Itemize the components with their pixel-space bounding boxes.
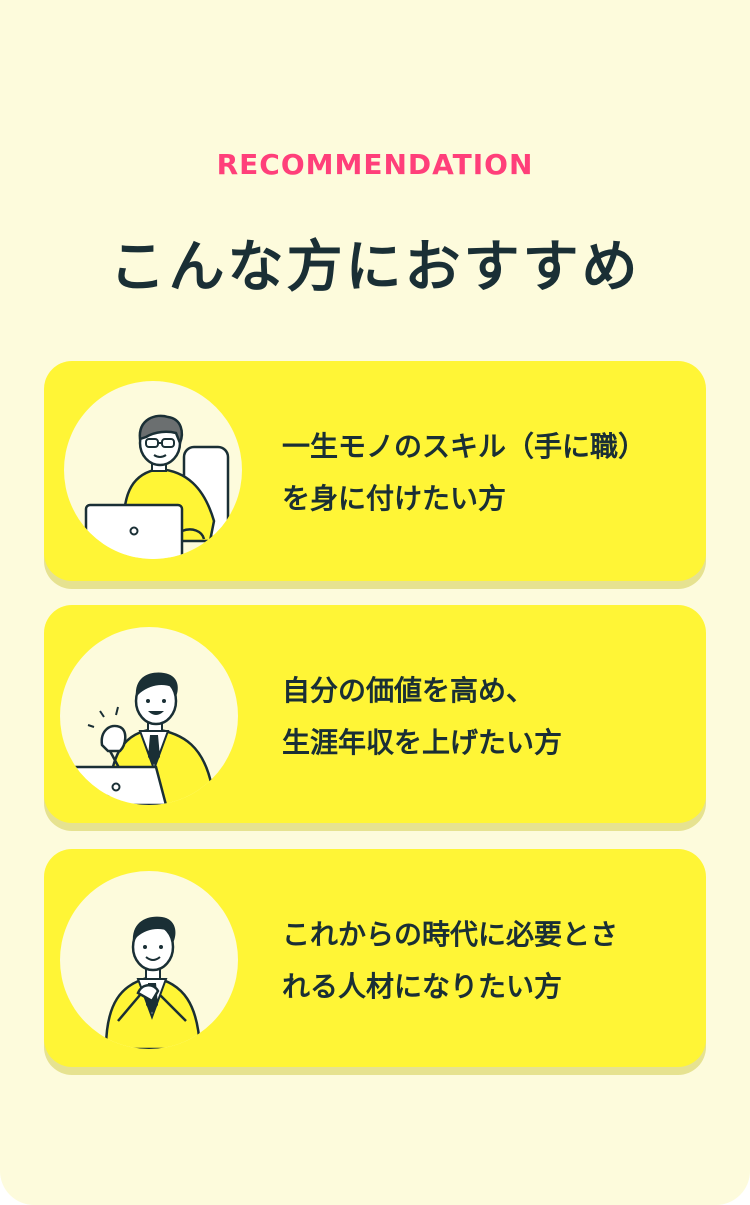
recommendation-text-2: 自分の価値を高め、 生涯年収を上げたい方 (282, 665, 702, 769)
section-eyebrow: RECOMMENDATION (216, 148, 534, 181)
man-at-laptop-icon (64, 381, 242, 559)
card-line-1: これからの時代に必要とさ (282, 918, 619, 951)
recommendation-text-1: 一生モノのスキル（手に職） を身に付けたい方 (282, 421, 702, 525)
recommendation-text-3: これからの時代に必要とさ れる人材になりたい方 (282, 909, 702, 1013)
businessman-fist-icon (60, 627, 238, 805)
recommendation-card-3: これからの時代に必要とさ れる人材になりたい方 (44, 849, 706, 1067)
section-title: こんな方におすすめ (109, 235, 641, 300)
card-line-2: れる人材になりたい方 (282, 970, 563, 1003)
card-line-2: を身に付けたい方 (282, 482, 507, 515)
card-line-1: 一生モノのスキル（手に職） (282, 430, 647, 463)
businessman-tie-icon (60, 871, 238, 1049)
recommendation-card-2: 自分の価値を高め、 生涯年収を上げたい方 (44, 605, 706, 823)
card-line-2: 生涯年収を上げたい方 (282, 726, 563, 759)
recommendation-card-1: 一生モノのスキル（手に職） を身に付けたい方 (44, 361, 706, 581)
card-line-1: 自分の価値を高め、 (282, 674, 535, 707)
